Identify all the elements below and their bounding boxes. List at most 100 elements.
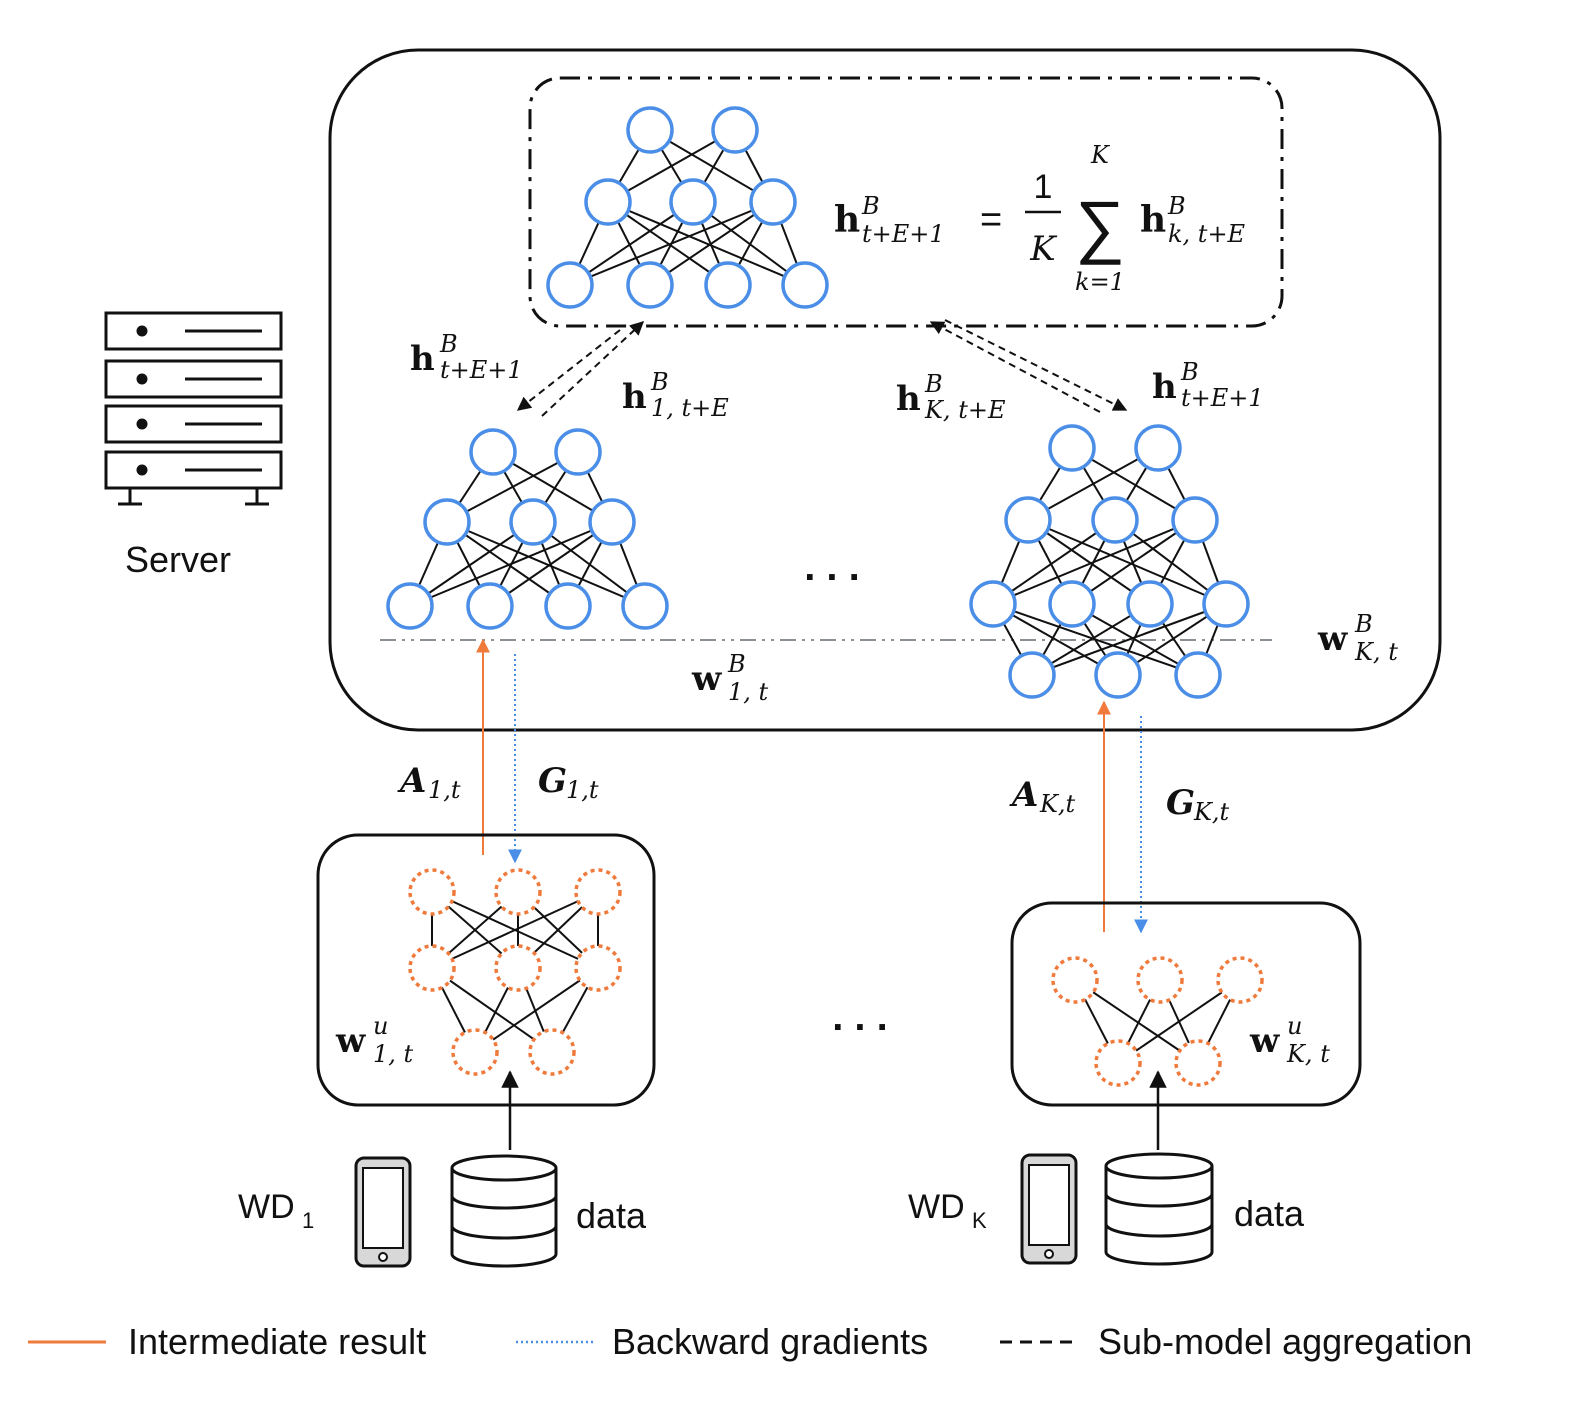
svg-text:h: h	[1140, 199, 1166, 241]
svg-text:K, t: K, t	[1286, 1040, 1330, 1068]
device-model-1	[408, 868, 622, 1076]
svg-text:K,t: K,t	[1193, 798, 1230, 826]
network-node	[1048, 424, 1096, 472]
network-edge	[649, 201, 774, 286]
network-node	[1051, 956, 1099, 1004]
network-node	[711, 106, 759, 154]
svg-text:h: h	[1152, 367, 1177, 407]
aggregation-formula: h B t+E+1 = 1 K ∑ K k=1 h B k, t+E	[834, 141, 1246, 296]
network-edge	[1027, 447, 1159, 521]
network-edge	[1027, 519, 1227, 605]
data-label-k: data	[1234, 1193, 1305, 1234]
svg-text:K: K	[972, 1208, 987, 1233]
network-node	[1216, 956, 1264, 1004]
network-node	[546, 261, 594, 309]
network-edge	[992, 519, 1196, 605]
svg-text:1: 1	[1034, 168, 1053, 206]
device-box-1	[316, 833, 656, 1107]
svg-text:WD: WD	[238, 1188, 295, 1226]
server-ellipsis: . . .	[804, 545, 860, 589]
svg-text:w: w	[1249, 1021, 1280, 1061]
link-label-g1: G 1,t	[538, 761, 599, 804]
phone-icon	[1020, 1153, 1078, 1265]
device-label-k: WD K	[908, 1188, 987, 1233]
network-edge	[474, 967, 599, 1053]
svg-text:1, t+E: 1, t+E	[651, 394, 729, 422]
network-node	[1174, 651, 1222, 699]
network-edge	[569, 201, 694, 286]
svg-text:K, t+E: K, t+E	[924, 396, 1006, 424]
network-node	[1171, 496, 1219, 544]
svg-text:1,t: 1,t	[428, 776, 461, 804]
network-node	[626, 261, 674, 309]
svg-text:∑: ∑	[1075, 187, 1125, 265]
svg-text:k, t+E: k, t+E	[1168, 220, 1246, 248]
network-node	[588, 498, 636, 546]
svg-text:K: K	[1029, 229, 1058, 269]
network-edge	[446, 521, 569, 607]
svg-text:B: B	[727, 650, 746, 678]
network-edge	[649, 129, 774, 203]
network-node	[408, 868, 456, 916]
network-node	[1048, 580, 1096, 628]
network-edge	[489, 521, 613, 607]
network-edge	[607, 201, 806, 286]
network-node	[1091, 496, 1139, 544]
network-node	[574, 868, 622, 916]
svg-text:A: A	[1009, 775, 1038, 815]
network-edge	[1071, 447, 1196, 521]
network-node	[509, 498, 557, 546]
network-node	[469, 428, 517, 476]
network-node	[781, 261, 829, 309]
svg-text:h: h	[834, 199, 860, 241]
svg-text:w: w	[691, 659, 722, 699]
network-node	[528, 1028, 576, 1076]
network-node	[1004, 496, 1052, 544]
network-node	[494, 868, 542, 916]
legend: Intermediate result Backward gradients S…	[28, 1321, 1472, 1362]
data-label-1: data	[576, 1195, 647, 1236]
server-container	[328, 48, 1442, 732]
network-node	[1174, 1039, 1222, 1087]
server-label: Server	[125, 539, 231, 580]
aggregation-label-right-up: h B K, t+E	[896, 370, 1006, 424]
svg-text:1, t: 1, t	[728, 678, 769, 706]
network-node	[408, 944, 456, 992]
network-node	[1094, 1039, 1142, 1087]
legend-backward-label: Backward gradients	[612, 1321, 928, 1362]
network-edge	[446, 451, 579, 523]
network-edge	[607, 201, 729, 286]
device-ellipsis: . . .	[832, 995, 888, 1039]
svg-text:t+E+1: t+E+1	[1181, 384, 1264, 412]
svg-text:B: B	[650, 368, 669, 396]
network-node	[621, 582, 669, 630]
server-weight-left: w B 1, t	[691, 650, 769, 706]
aggregated-network	[546, 106, 829, 309]
network-edge	[431, 967, 553, 1053]
svg-text:=: =	[980, 199, 1002, 241]
svg-text:WD: WD	[908, 1188, 965, 1226]
server-weight-right: w B K, t	[1317, 610, 1398, 666]
database-icon	[450, 1154, 558, 1268]
svg-text:A: A	[397, 761, 426, 801]
aggregation-arrows	[516, 319, 1128, 417]
svg-text:w: w	[1317, 619, 1348, 659]
svg-text:t+E+1: t+E+1	[862, 220, 945, 248]
svg-text:u: u	[1287, 1012, 1302, 1040]
aggregation-label-right-down: h B t+E+1	[1152, 358, 1264, 412]
network-node	[423, 498, 471, 546]
network-node	[466, 582, 514, 630]
server-icon	[104, 311, 283, 506]
svg-text:u: u	[373, 1012, 388, 1040]
network-node	[494, 944, 542, 992]
aggregated-model-box	[528, 76, 1284, 328]
svg-text:B: B	[924, 370, 943, 398]
svg-text:w: w	[335, 1021, 366, 1061]
network-edge	[409, 521, 613, 607]
svg-text:K: K	[1090, 141, 1111, 169]
network-edge	[569, 201, 774, 286]
network-node	[626, 106, 674, 154]
device-weight-right: w u K, t	[1249, 1012, 1330, 1068]
network-edge	[992, 603, 1119, 676]
